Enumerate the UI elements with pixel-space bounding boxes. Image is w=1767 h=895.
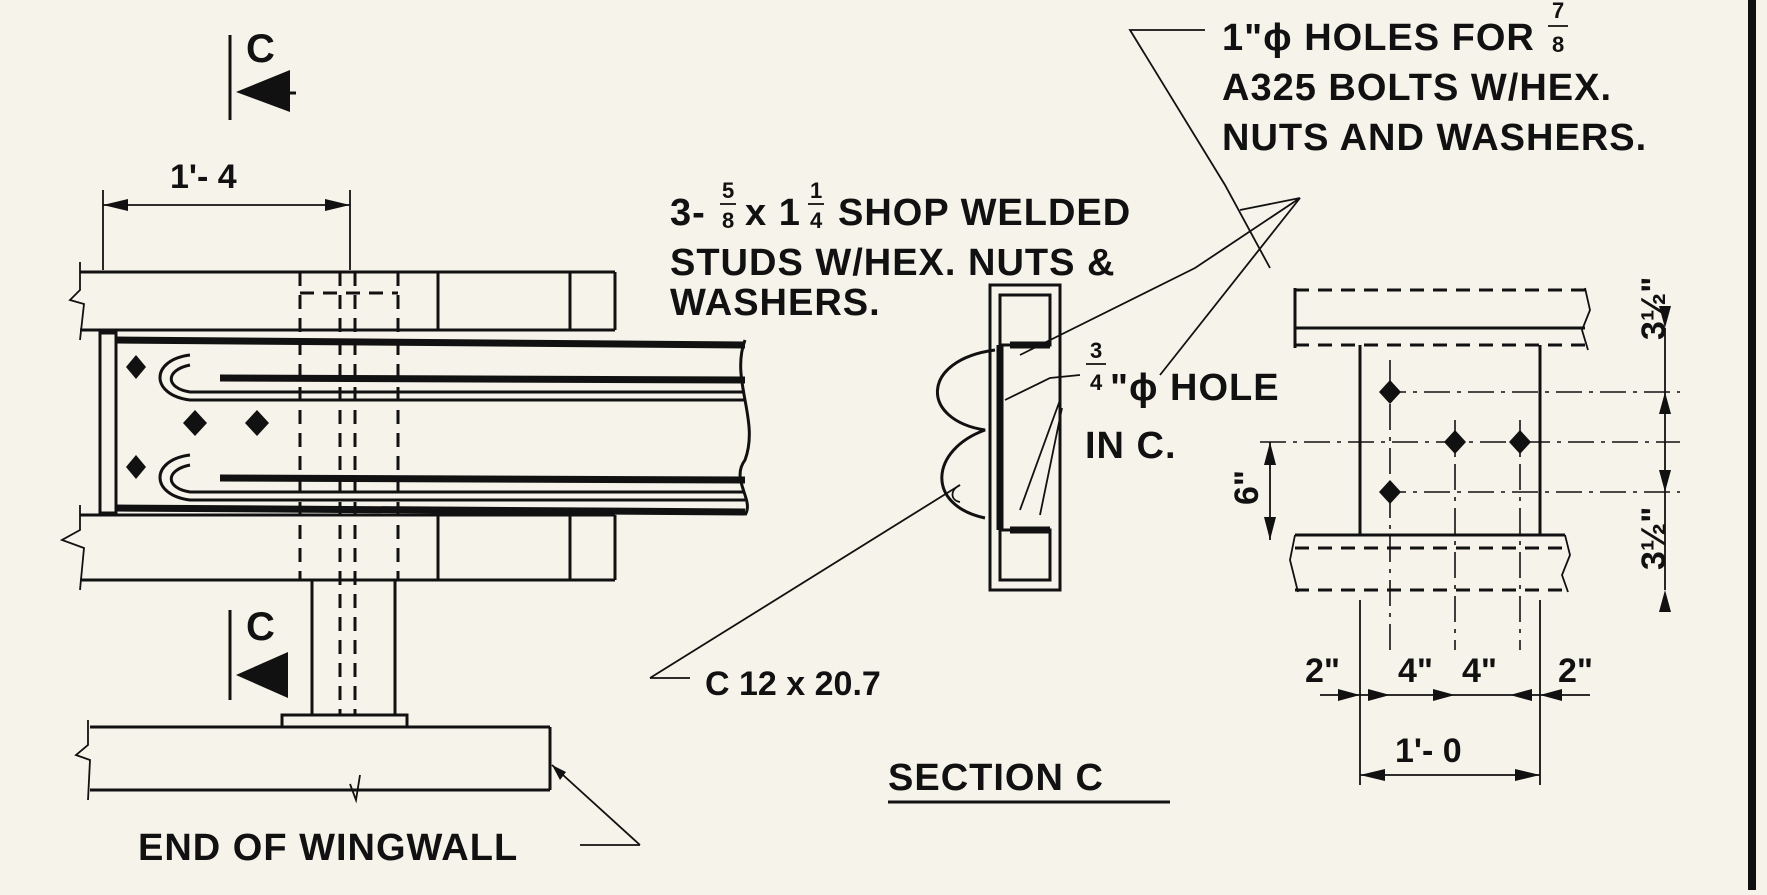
- section-mark-letter: C: [246, 605, 275, 649]
- channel-label: C 12 x 20.7: [705, 665, 881, 703]
- note-studs-frac1-num: 5: [722, 178, 734, 203]
- section-mark-bottom: C: [228, 605, 288, 700]
- note-holes-frac-den: 8: [1552, 32, 1564, 57]
- post: [280, 272, 409, 729]
- plan-view: 1'- 4: [59, 158, 751, 869]
- note-studs-mid: x 1: [745, 192, 801, 234]
- note-studs-frac2-num: 1: [810, 178, 822, 203]
- bolt-diamond-icon: [126, 355, 146, 379]
- note-hole-frac-den: 4: [1090, 370, 1103, 395]
- dim-2-right-label: 2": [1558, 652, 1593, 690]
- note-hole-frac-num: 3: [1090, 338, 1102, 363]
- section-c-view: 6" 3½" 3½" 2" 4" 4" 2" 1'- 0 SECTION C: [888, 277, 1680, 804]
- dim-4a-label: 4": [1398, 652, 1433, 690]
- note-holes-line1: 1"ϕ HOLES FOR: [1222, 17, 1535, 59]
- dim-4b-label: 4": [1462, 652, 1497, 690]
- note-holes-line2: A325 BOLTS W/HEX.: [1222, 67, 1612, 109]
- note-hole-in-c: 3 4 "ϕ HOLE IN C.: [1004, 338, 1280, 516]
- note-holes-line3: NUTS AND WASHERS.: [1222, 117, 1647, 159]
- note-studs-line3: WASHERS.: [670, 282, 881, 324]
- wingwall: END OF WINGWALL: [74, 720, 641, 869]
- dim-3-5-top-label: 3½": [1635, 277, 1673, 340]
- note-studs-frac2-den: 4: [810, 208, 823, 233]
- dim-width: 1'- 4: [102, 158, 351, 270]
- note-studs-frac1-den: 8: [722, 208, 734, 233]
- note-studs-line2: STUDS W/HEX. NUTS &: [670, 242, 1115, 284]
- bolt-diamond-icon: [245, 410, 269, 436]
- section-mark-top: C: [228, 27, 296, 120]
- dim-3-5-bottom-label: 3½": [1635, 507, 1673, 570]
- note-hole-line1: "ϕ HOLE: [1110, 367, 1280, 409]
- note-studs: 3- 5 8 x 1 1 4 SHOP WELDED STUDS W/HEX. …: [670, 178, 1301, 376]
- dim-width-label: 1'- 4: [170, 158, 237, 196]
- lower-block: [59, 505, 617, 591]
- upper-block: [68, 262, 617, 341]
- guardrail-beam: [98, 331, 751, 516]
- channel-section: C 12 x 20.7: [649, 283, 1062, 703]
- dim-overall-label: 1'- 0: [1395, 732, 1462, 770]
- dim-6-label: 6": [1228, 470, 1266, 505]
- end-of-wingwall-label: END OF WINGWALL: [138, 827, 518, 869]
- bolt-diamond-icon: [183, 410, 207, 436]
- bolt-diamond-icon: [126, 455, 146, 479]
- note-studs-line1-rest: SHOP WELDED: [838, 192, 1131, 234]
- section-title: SECTION C: [888, 757, 1104, 799]
- dim-2-left-label: 2": [1305, 652, 1340, 690]
- note-hole-line2: IN C.: [1085, 425, 1177, 467]
- section-mark-letter: C: [246, 27, 275, 71]
- section-arrow-icon: [236, 70, 290, 112]
- note-studs-prefix: 3-: [670, 192, 706, 234]
- note-holes: 1"ϕ HOLES FOR 7 8 A325 BOLTS W/HEX. NUTS…: [1128, 0, 1647, 269]
- section-arrow-icon: [236, 652, 288, 698]
- note-holes-frac-num: 7: [1552, 0, 1564, 23]
